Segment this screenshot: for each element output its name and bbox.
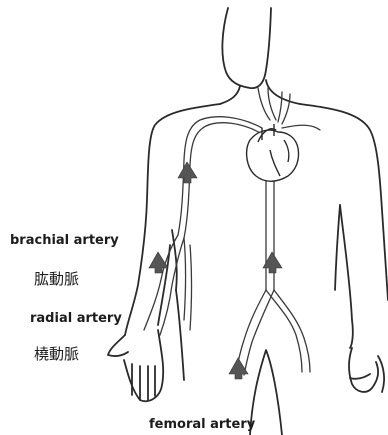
- label-brachial-artery-ja: 肱動脈: [34, 268, 79, 289]
- heart: [247, 124, 299, 181]
- arteries: [144, 88, 320, 375]
- arrow-brachial-upper: [178, 162, 197, 183]
- label-radial-artery: radial artery: [30, 311, 122, 326]
- flow-arrows: [149, 162, 282, 379]
- label-femoral-artery: femoral artery: [149, 417, 255, 432]
- body-outline: [108, 8, 388, 435]
- label-brachial-artery: brachial artery: [10, 233, 119, 248]
- label-radial-artery-ja: 橈動脈: [34, 343, 79, 364]
